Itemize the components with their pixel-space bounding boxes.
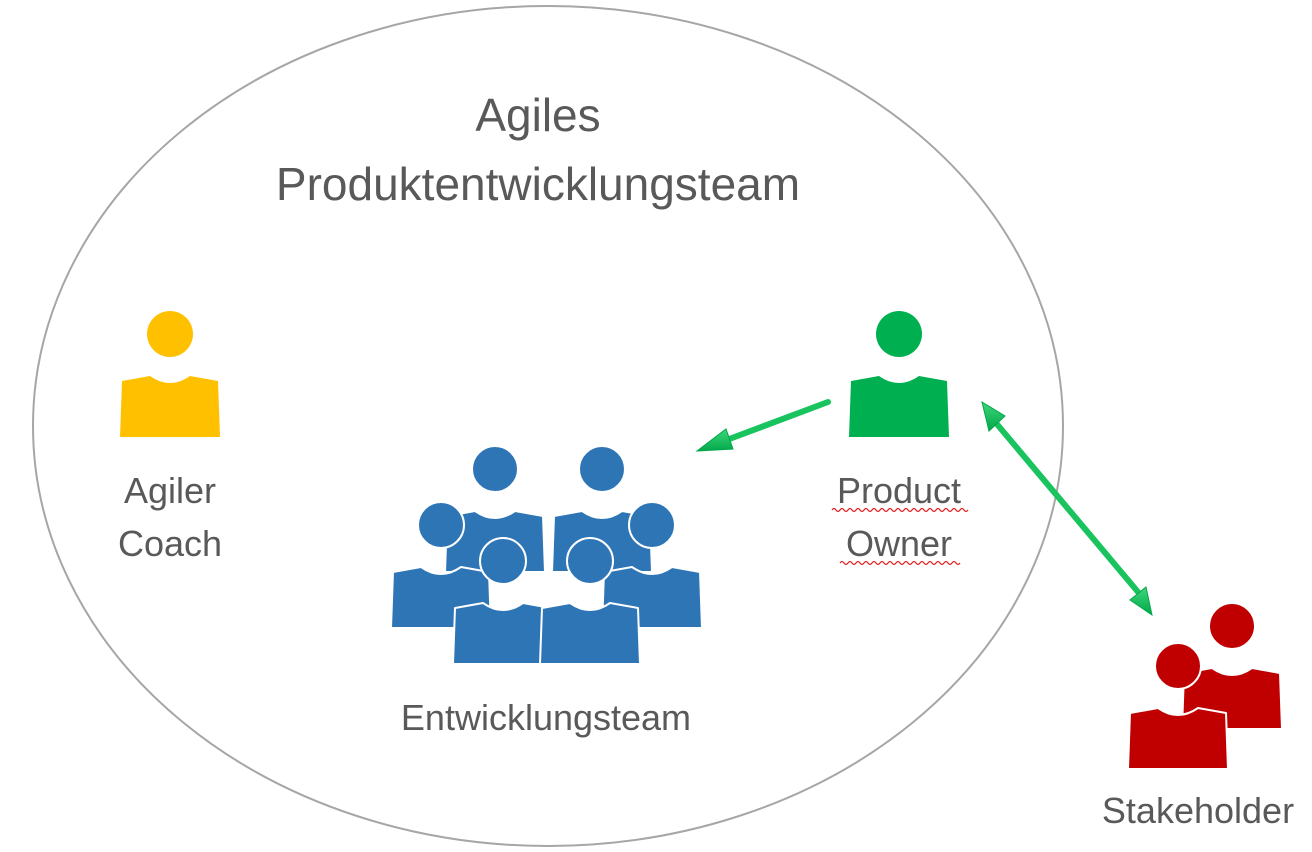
dev-team-label: Entwicklungsteam xyxy=(401,697,691,738)
dev-team-people-group-icon xyxy=(390,445,703,665)
agile-coach-person-icon xyxy=(120,311,220,437)
diagram-title-line2: Produktentwicklungsteam xyxy=(276,158,800,210)
arrow-product-owner-stakeholder xyxy=(981,400,1153,617)
arrow-product-owner-to-dev-team xyxy=(695,399,831,452)
diagram-title-line1: Agiles xyxy=(475,89,600,141)
stakeholder-label: Stakeholder xyxy=(1102,790,1294,831)
spellcheck-underline xyxy=(831,507,969,513)
agile-coach-label-line1: Agiler xyxy=(124,470,216,511)
product-owner-label-line2: Owner xyxy=(846,523,952,564)
agile-coach-label-line2: Coach xyxy=(118,523,222,564)
team-boundary-ellipse xyxy=(32,5,1064,847)
product-owner-person-icon xyxy=(849,311,949,437)
spellcheck-underline xyxy=(839,560,961,566)
stakeholder-people-pair-icon xyxy=(1127,602,1283,770)
product-owner-label-line1: Product xyxy=(837,470,961,511)
